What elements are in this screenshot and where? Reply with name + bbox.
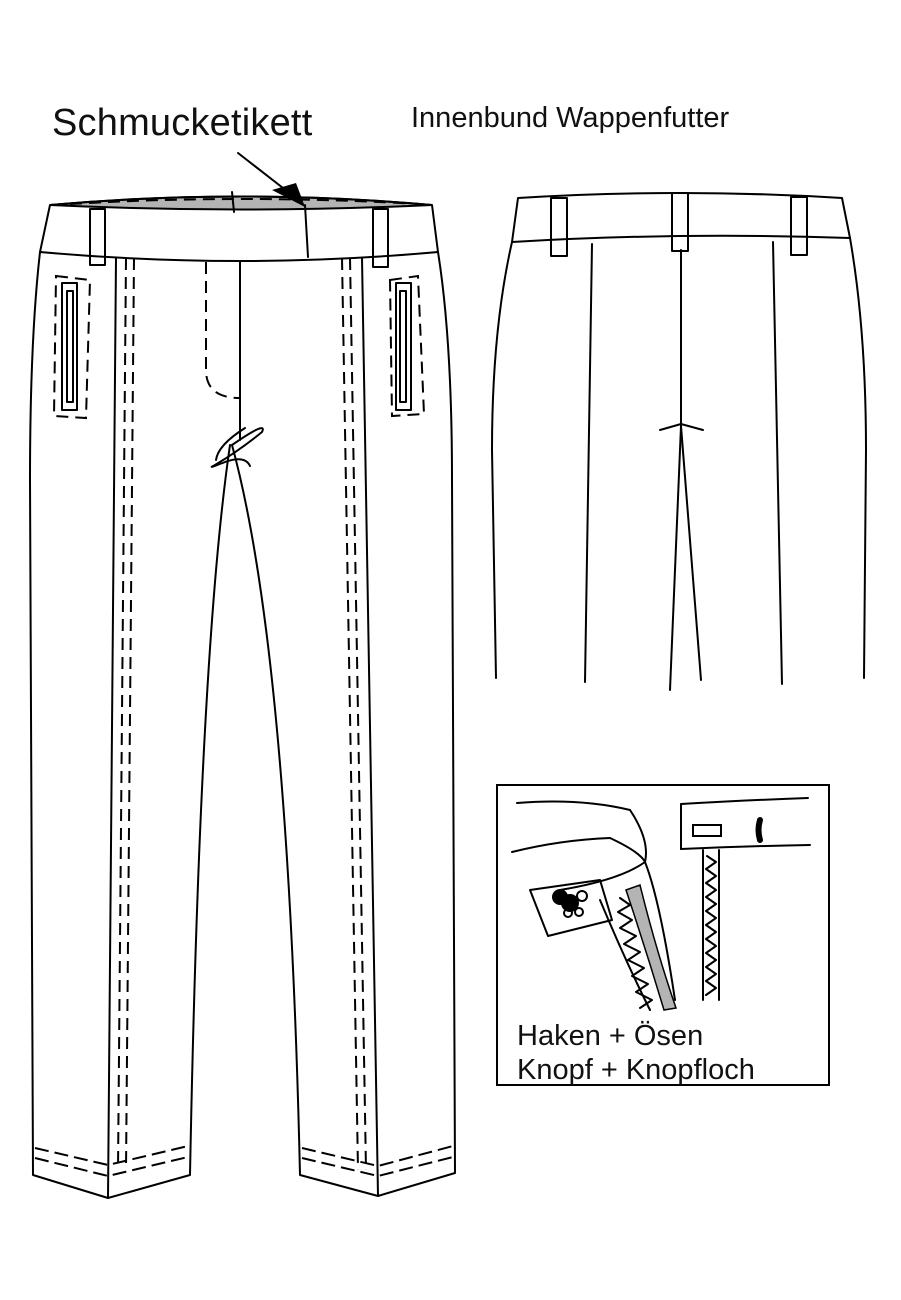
welt-pocket-right [388, 274, 426, 418]
belt-loop [89, 208, 106, 266]
button-buttonhole-caption: Knopf + Knopfloch [517, 1054, 755, 1086]
trim-label-caption: Schmucketikett [52, 102, 313, 144]
belt-loop [372, 208, 389, 268]
hooks-eyes-caption: Haken + Ösen [517, 1020, 704, 1052]
buttonhole-icon [692, 824, 722, 837]
button-icon [755, 817, 763, 843]
waistband-lining-strip [625, 884, 677, 1011]
closure-detail-box [496, 784, 830, 1086]
front-right-leg [231, 251, 456, 1197]
waistband-lining-caption: Innenbund Wappenfutter [411, 102, 730, 134]
belt-loop [671, 192, 689, 252]
arrow-icon [237, 152, 305, 207]
hook-and-eye-icon [552, 889, 588, 918]
belt-loop [790, 196, 808, 256]
back-view [491, 192, 867, 691]
back-waistband [511, 192, 851, 243]
welt-pocket-left [52, 274, 92, 420]
front-view [29, 191, 456, 1199]
front-left-leg [29, 251, 231, 1199]
belt-loop [550, 197, 568, 257]
